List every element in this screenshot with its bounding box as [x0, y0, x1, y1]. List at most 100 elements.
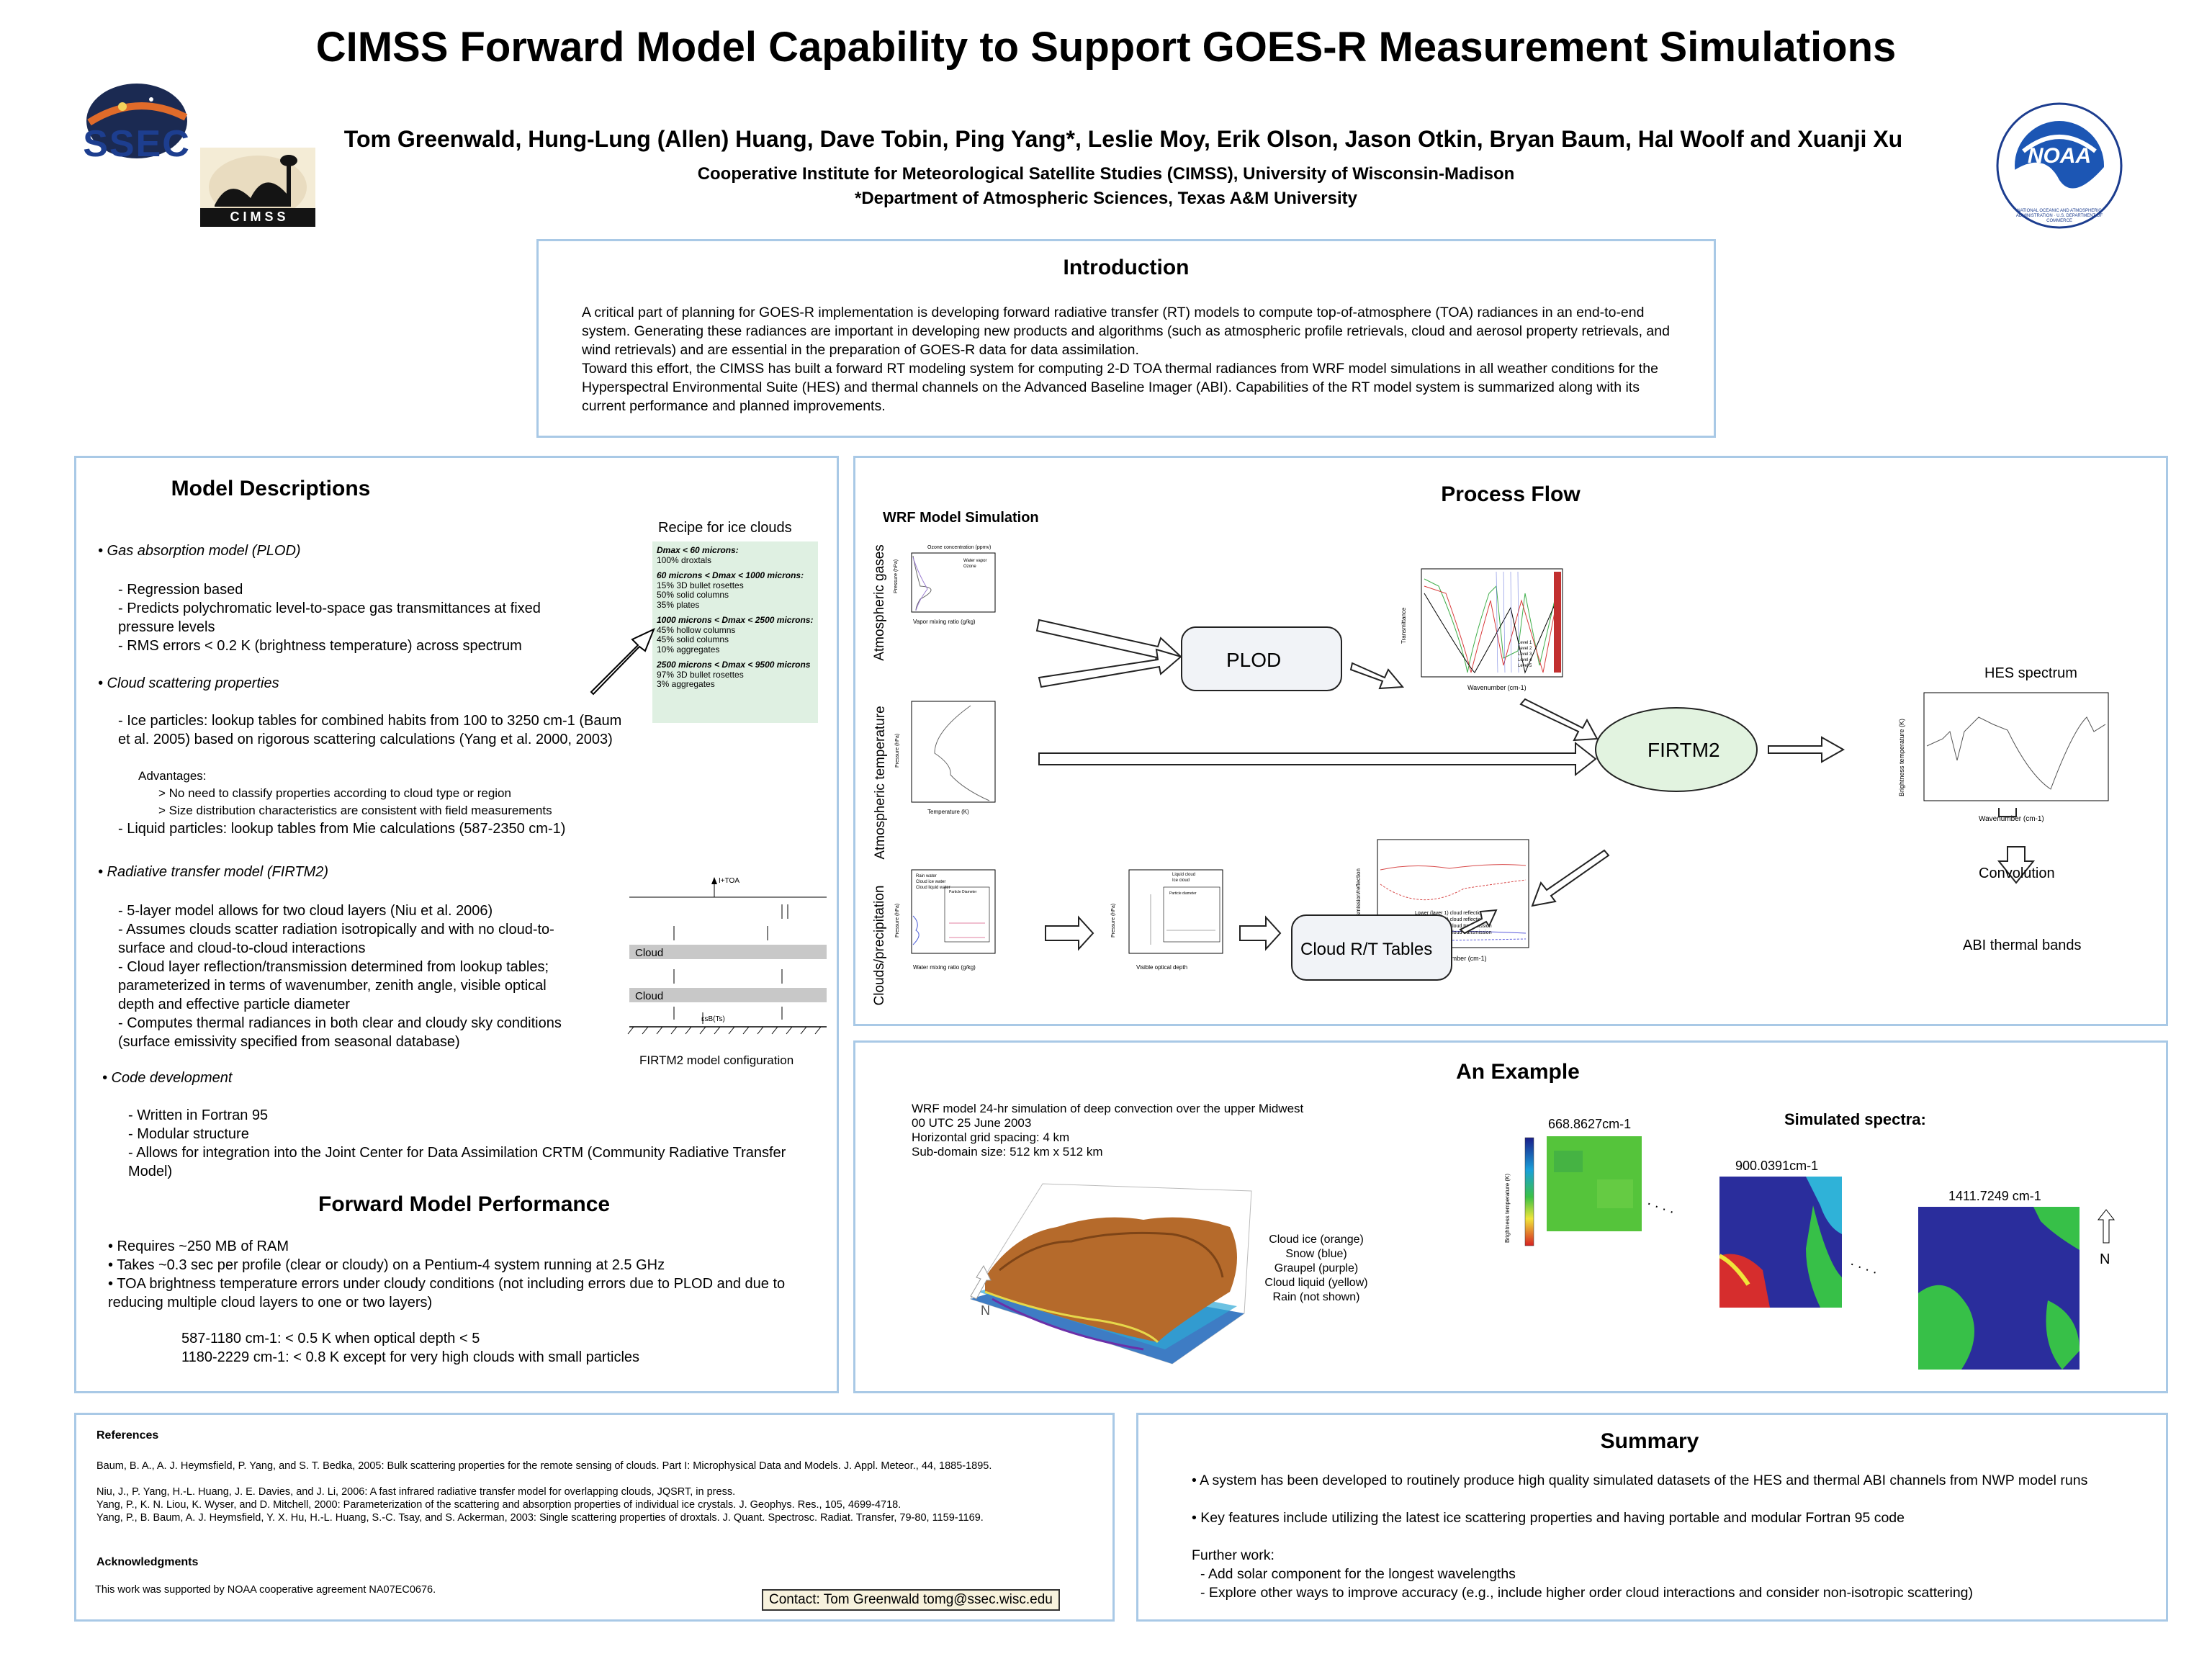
recipe-line: 50% solid columns — [657, 590, 729, 600]
cimss-logo-text: C I M S S — [230, 210, 286, 224]
noaa-logo: NOAA NATIONAL OCEANIC AND ATMOSPHERIC AD… — [1995, 101, 2124, 230]
ssec-logo-text: SSEC — [83, 123, 191, 165]
g5-legend-5: Level 5 — [1518, 664, 1532, 668]
performance-item-1: • Requires ~250 MB of RAM — [108, 1238, 289, 1254]
g1-ylabel: Pressure (hPa) — [894, 559, 899, 593]
cimss-logo: C I M S S — [200, 148, 315, 227]
acknowledgments-text: This work was supported by NOAA cooperat… — [95, 1584, 436, 1596]
gas-item-2: - Predicts polychromatic level-to-space … — [118, 601, 541, 635]
introduction-paragraph-1: A critical part of planning for GOES-R i… — [582, 305, 1670, 358]
cloud-legend-4: Cloud liquid (yellow) — [1264, 1277, 1368, 1289]
references-panel: References Baum, B. A., A. J. Heymsfield… — [74, 1413, 1115, 1622]
gas-absorption-heading: • Gas absorption model (PLOD) — [98, 543, 301, 559]
g5-legend-3: Level 3 — [1518, 652, 1532, 657]
advantages-heading: Advantages: — [138, 769, 207, 783]
summary-panel: Summary • A system has been developed to… — [1136, 1413, 2168, 1622]
rt-item-3: - Cloud layer reflection/transmission de… — [118, 959, 549, 1012]
spectra-image-3 — [1918, 1207, 2080, 1370]
spectra-image-1 — [1547, 1136, 1642, 1231]
g6-legend-1: Lower (layer 1) cloud reflection — [1415, 911, 1484, 916]
recipe-arrow — [590, 628, 655, 696]
surface-emission-label: εsB(Ts) — [701, 1015, 725, 1023]
recipe-line: 10% aggregates — [657, 644, 720, 655]
contact-box: Contact: Tom Greenwald tomg@ssec.wisc.ed… — [762, 1589, 1060, 1611]
g2-ylabel: Pressure (hPa) — [895, 734, 900, 768]
g3-legend-3: Cloud liquid water — [916, 886, 950, 890]
water-mixing-ratio-plot: Rain water Cloud ice water Cloud liquid … — [895, 869, 996, 971]
g5-xlabel: Wavenumber (cm-1) — [1467, 684, 1527, 691]
further-work-title: Further work: — [1192, 1547, 1274, 1563]
colorbar: Brightness temperature (K) — [1504, 1137, 1534, 1246]
g1-title: Ozone concentration (ppmv) — [927, 545, 991, 550]
performance-error-1: 587-1180 cm-1: < 0.5 K when optical dept… — [181, 1331, 480, 1346]
g1-xlabel: Vapor mixing ratio (g/kg) — [913, 619, 976, 625]
g1-legend-2: Ozone — [963, 565, 976, 569]
north-arrow-3d — [970, 1264, 992, 1300]
g5-legend-2: Level 2 — [1518, 647, 1532, 651]
rt-item-1: - 5-layer model allows for two cloud lay… — [118, 903, 493, 919]
summary-title: Summary — [1600, 1429, 1699, 1453]
further-work-item-2: - Explore other ways to improve accuracy… — [1200, 1585, 1974, 1601]
affiliation-2: *Department of Atmospheric Sciences, Tex… — [855, 189, 1357, 208]
g3-ylabel: Pressure (hPa) — [895, 904, 900, 938]
cloud-legend-5: Rain (not shown) — [1272, 1291, 1360, 1303]
optical-depth-plot: Liquid cloud Ice cloud Particle diameter… — [1111, 869, 1223, 971]
wavenumber-label-1: 668.8627cm-1 — [1548, 1117, 1632, 1131]
further-work-item-1: - Add solar component for the longest wa… — [1200, 1566, 1516, 1582]
firtm2-caption: FIRTM2 model configuration — [639, 1053, 794, 1067]
cloud-liquid-item: - Liquid particles: lookup tables from M… — [118, 821, 566, 837]
performance-error-2: 1180-2229 cm-1: < 0.8 K except for very … — [181, 1349, 640, 1365]
spectra-image-2 — [1719, 1177, 1842, 1308]
recipe-title: Recipe for ice clouds — [658, 520, 792, 536]
toa-label: I+TOA — [719, 877, 739, 885]
g4-inset-label: Particle diameter — [1169, 891, 1197, 896]
hes-spectrum-label: HES spectrum — [1984, 665, 2077, 681]
recipe-line: 97% 3D bullet rosettes — [657, 669, 744, 680]
g6-legend-2: Upper (layer 4) cloud reflection — [1415, 917, 1484, 922]
g3-legend-2: Cloud ice water — [916, 880, 945, 884]
affiliation-1: Cooperative Institute for Meteorological… — [697, 164, 1515, 184]
g6-legend-3: Lower (layer 1) cloud transmission — [1415, 924, 1492, 929]
reference-3: Yang, P., K. N. Liou, K. Wyser, and D. M… — [96, 1499, 902, 1511]
g5-legend-1: Level 1 — [1518, 641, 1532, 645]
reference-1: Baum, B. A., A. J. Heymsfield, P. Yang, … — [96, 1460, 992, 1472]
g6-ylabel: Transmission/reflection — [1355, 868, 1362, 927]
g3-legend-1: Rain water — [916, 874, 937, 878]
recipe-group-head: Dmax < 60 microns: — [657, 545, 739, 555]
recipe-group-head: 1000 microns < Dmax < 2500 microns: — [657, 615, 814, 625]
cloud-layer-label-upper: Cloud — [635, 947, 663, 959]
gas-item-1: - Regression based — [118, 582, 243, 598]
g1-legend-1: Water vapor — [963, 559, 986, 563]
g6-xlabel: Wavenumber (cm-1) — [1428, 955, 1487, 962]
g4-legend-1: Liquid cloud — [1172, 873, 1195, 877]
firtm2-diagram: I+TOA Cloud Cloud εsB(Ts) — [627, 877, 827, 1035]
advantage-1: > No need to classify properties accordi… — [158, 786, 511, 800]
example-desc-3: Horizontal grid spacing: 4 km — [912, 1130, 1070, 1144]
advantage-2: > Size distribution characteristics are … — [158, 804, 552, 817]
g5-legend-4: Level 4 — [1518, 658, 1532, 662]
recipe-line: 45% solid columns — [657, 634, 729, 644]
introduction-title: Introduction — [1063, 256, 1190, 279]
references-title: References — [96, 1429, 159, 1442]
abi-bands-label: ABI thermal bands — [1963, 938, 2082, 953]
g4-xlabel: Visible optical depth — [1136, 964, 1187, 971]
recipe-line: 100% droxtals — [657, 554, 712, 565]
code-item-2: - Modular structure — [128, 1126, 249, 1142]
cloud-scattering-heading: • Cloud scattering properties — [98, 675, 279, 691]
vapor-ozone-profile-plot: Ozone concentration (ppmv) Vapor mixing … — [894, 545, 996, 625]
north-arrow — [2097, 1209, 2116, 1244]
g4-ylabel: Pressure (hPa) — [1111, 904, 1116, 938]
colorbar-label: Brightness temperature (K) — [1504, 1174, 1511, 1243]
summary-item-1: • A system has been developed to routine… — [1192, 1473, 2088, 1488]
g7-ylabel: Brightness temperature (K) — [1898, 719, 1905, 796]
poster-title: CIMSS Forward Model Capability to Suppor… — [315, 24, 1897, 71]
cloud-tables-box-label: Cloud R/T Tables — [1300, 940, 1432, 959]
acknowledgments-title: Acknowledgments — [96, 1556, 199, 1568]
g3-xlabel: Water mixing ratio (g/kg) — [913, 964, 976, 971]
wrf-simulation-label: WRF Model Simulation — [883, 510, 1039, 526]
model-descriptions-panel: Model Descriptions • Gas absorption mode… — [74, 456, 839, 1393]
noaa-logo-ring-text: NATIONAL OCEANIC AND ATMOSPHERIC ADMINIS… — [2015, 209, 2103, 223]
example-title: An Example — [1456, 1060, 1580, 1084]
spectra-dots-1: . . . . — [1645, 1192, 1678, 1218]
recipe-group-head: 2500 microns < Dmax < 9500 microns — [657, 660, 811, 670]
